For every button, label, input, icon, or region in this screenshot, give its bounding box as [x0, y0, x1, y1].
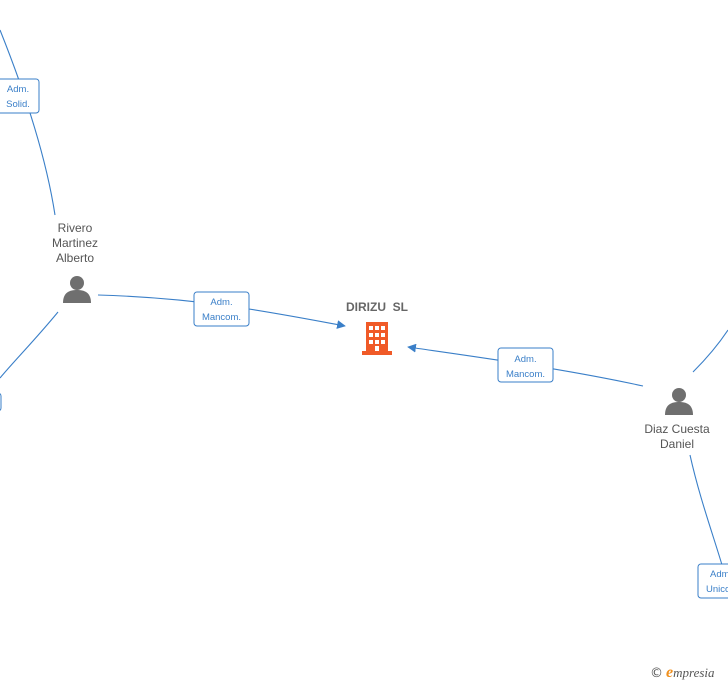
edge-label-diaz-bottom[interactable]: Adm. Unico: [697, 563, 728, 599]
person-name-line-2: Martinez: [52, 236, 98, 250]
person-node-rivero[interactable]: Rivero Martinez Alberto: [52, 221, 98, 303]
company-name: DIRIZU SL: [346, 300, 408, 314]
person-node-diaz[interactable]: Diaz Cuesta Daniel: [644, 388, 710, 451]
edge-label-box-cropped: [0, 393, 2, 411]
edge-label-line-1: Adm.: [7, 84, 29, 95]
brand-logo-initial: e: [666, 664, 674, 681]
person-name-line-1: Diaz Cuesta: [644, 422, 710, 436]
edge-label-line-2: Solid.: [6, 99, 30, 110]
edge-diaz-upper-right: [692, 329, 728, 373]
edge-rivero-top: [0, 29, 56, 216]
edge-label-line-1: Adm.: [514, 354, 536, 365]
edge-label-line-2: Unico: [706, 584, 728, 595]
edge-label-rivero-company[interactable]: Adm. Mancom.: [193, 291, 250, 327]
edge-label-line-2: Mancom.: [506, 369, 545, 380]
building-icon: [362, 322, 392, 355]
person-icon: [63, 276, 91, 303]
footer-credit: ©empresia: [650, 664, 715, 682]
edge-label-diaz-company[interactable]: Adm. Mancom.: [497, 347, 554, 383]
edge-rivero-lower-left: [0, 311, 59, 379]
person-name-line-3: Alberto: [56, 251, 94, 265]
person-name-line-1: Rivero: [58, 221, 93, 235]
edge-label-rivero-top[interactable]: Adm. Solid.: [0, 78, 40, 114]
edge-label-line-1: Adm.: [210, 297, 232, 308]
edge-label-line-1: Adm.: [710, 569, 728, 580]
brand-logo-text: mpresia: [673, 665, 715, 680]
copyright-symbol: ©: [650, 666, 663, 681]
company-node[interactable]: DIRIZU SL: [346, 300, 408, 355]
edge-label-line-2: Mancom.: [202, 312, 241, 323]
person-icon: [665, 388, 693, 415]
edge-diaz-bottom: [689, 454, 726, 576]
person-name-line-2: Daniel: [660, 437, 694, 451]
